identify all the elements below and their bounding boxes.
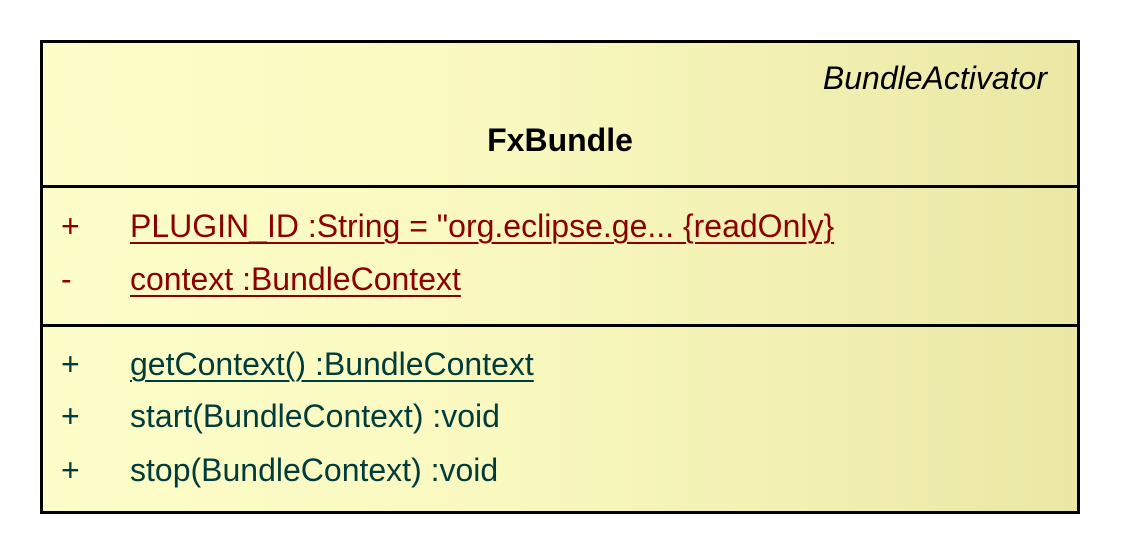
operation-row[interactable]: + getContext() :BundleContext	[43, 342, 1077, 386]
visibility-marker: -	[61, 261, 72, 297]
attribute-signature: context :BundleContext	[130, 261, 461, 297]
visibility-marker: +	[61, 452, 80, 488]
operation-signature: start(BundleContext) :void	[130, 398, 500, 434]
class-header: BundleActivator FxBundle	[43, 43, 1077, 188]
attribute-row[interactable]: - context :BundleContext	[43, 257, 1077, 301]
visibility-marker: +	[61, 208, 80, 244]
operations-compartment: + getContext() :BundleContext + start(Bu…	[43, 327, 1077, 514]
attribute-row[interactable]: + PLUGIN_ID :String = "org.eclipse.ge...…	[43, 204, 1077, 248]
attributes-compartment: + PLUGIN_ID :String = "org.eclipse.ge...…	[43, 188, 1077, 327]
attribute-signature: PLUGIN_ID :String = "org.eclipse.ge... {…	[130, 208, 835, 244]
class-name: FxBundle	[487, 122, 633, 158]
uml-class-box[interactable]: BundleActivator FxBundle + PLUGIN_ID :St…	[40, 40, 1080, 514]
operation-signature: stop(BundleContext) :void	[130, 452, 499, 488]
operation-row[interactable]: + stop(BundleContext) :void	[43, 448, 1077, 492]
operation-row[interactable]: + start(BundleContext) :void	[43, 394, 1077, 438]
visibility-marker: +	[61, 398, 80, 434]
operation-signature: getContext() :BundleContext	[130, 346, 534, 382]
class-stereotype: BundleActivator	[822, 60, 1047, 96]
visibility-marker: +	[61, 346, 80, 382]
